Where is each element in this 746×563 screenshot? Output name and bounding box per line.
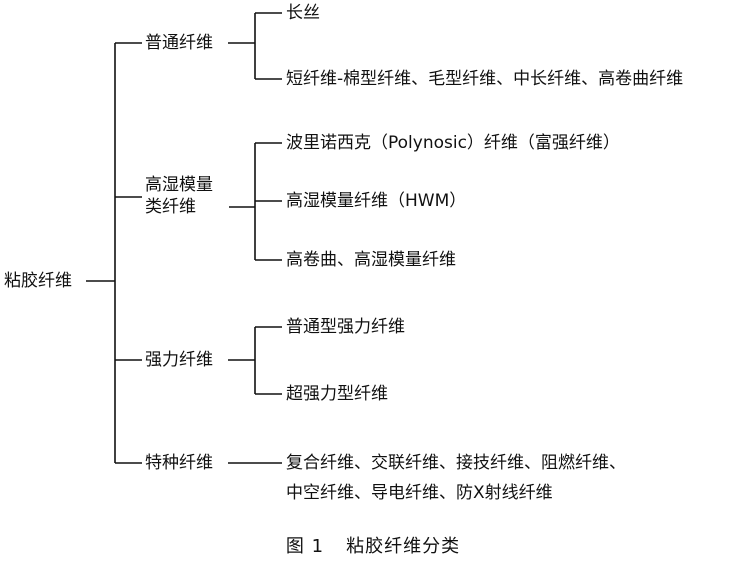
- leaf-node: 复合纤维、交联纤维、接技纤维、阻燃纤维、 中空纤维、导电纤维、防X射线纤维: [286, 452, 626, 504]
- leaf-line: 高湿模量纤维（HWM）: [286, 191, 467, 211]
- category-node: 高湿模量 类纤维: [145, 174, 229, 218]
- leaf-line: 中空纤维、导电纤维、防X射线纤维: [286, 483, 553, 503]
- leaf-line: 超强力型纤维: [286, 384, 388, 404]
- root-node: 粘胶纤维: [4, 270, 72, 292]
- leaf-node: 波里诺西克（Polynosic）纤维（富强纤维）: [286, 132, 620, 154]
- leaf-node: 高湿模量纤维（HWM）: [286, 190, 467, 212]
- category-line: 高湿模量: [145, 175, 213, 195]
- leaf-line: 高卷曲、高湿模量纤维: [286, 250, 456, 270]
- category-line: 类纤维: [145, 197, 196, 217]
- leaf-line: 复合纤维、交联纤维、接技纤维、阻燃纤维、: [286, 453, 626, 473]
- leaf-node: 长丝: [286, 2, 320, 24]
- leaf-line: 普通型强力纤维: [286, 317, 405, 337]
- figure-caption: 图 1 粘胶纤维分类: [0, 536, 746, 558]
- figure-number: 图 1: [285, 536, 325, 557]
- category-node: 特种纤维: [145, 452, 213, 474]
- leaf-line: 短纤维-棉型纤维、毛型纤维、中长纤维、高卷曲纤维: [286, 69, 684, 89]
- leaf-node: 高卷曲、高湿模量纤维: [286, 249, 456, 271]
- leaf-node: 短纤维-棉型纤维、毛型纤维、中长纤维、高卷曲纤维: [286, 68, 684, 90]
- leaf-node: 普通型强力纤维: [286, 316, 405, 338]
- category-node: 普通纤维: [145, 32, 213, 54]
- figure-title: 粘胶纤维分类: [346, 536, 461, 557]
- leaf-line: 波里诺西克（Polynosic）纤维（富强纤维）: [286, 133, 620, 153]
- category-node: 强力纤维: [145, 349, 213, 371]
- leaf-line: 长丝: [286, 3, 320, 23]
- leaf-node: 超强力型纤维: [286, 383, 388, 405]
